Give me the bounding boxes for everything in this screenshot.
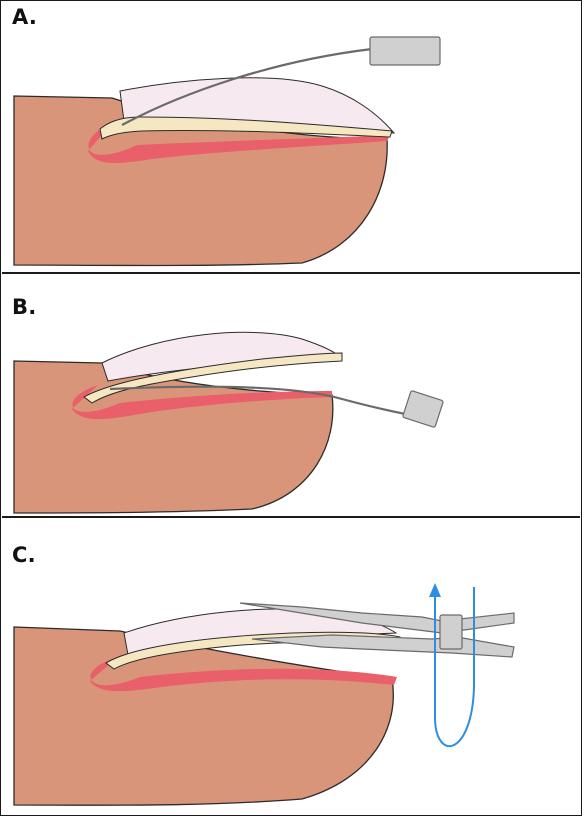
panel-a: A. bbox=[2, 1, 580, 273]
panel-c: C. bbox=[2, 517, 580, 815]
elevator-handle bbox=[370, 37, 440, 65]
panel-a-illustration bbox=[2, 1, 580, 273]
panel-c-illustration bbox=[2, 517, 580, 815]
rotation-arrowhead bbox=[429, 583, 441, 597]
rotation-arrow bbox=[435, 587, 474, 746]
elevator-handle bbox=[403, 390, 444, 427]
forceps-hinge bbox=[440, 615, 462, 649]
finger-tip bbox=[14, 627, 393, 805]
panel-b-illustration bbox=[2, 273, 580, 517]
finger-tip bbox=[14, 361, 333, 513]
panel-b: B. bbox=[2, 273, 580, 517]
